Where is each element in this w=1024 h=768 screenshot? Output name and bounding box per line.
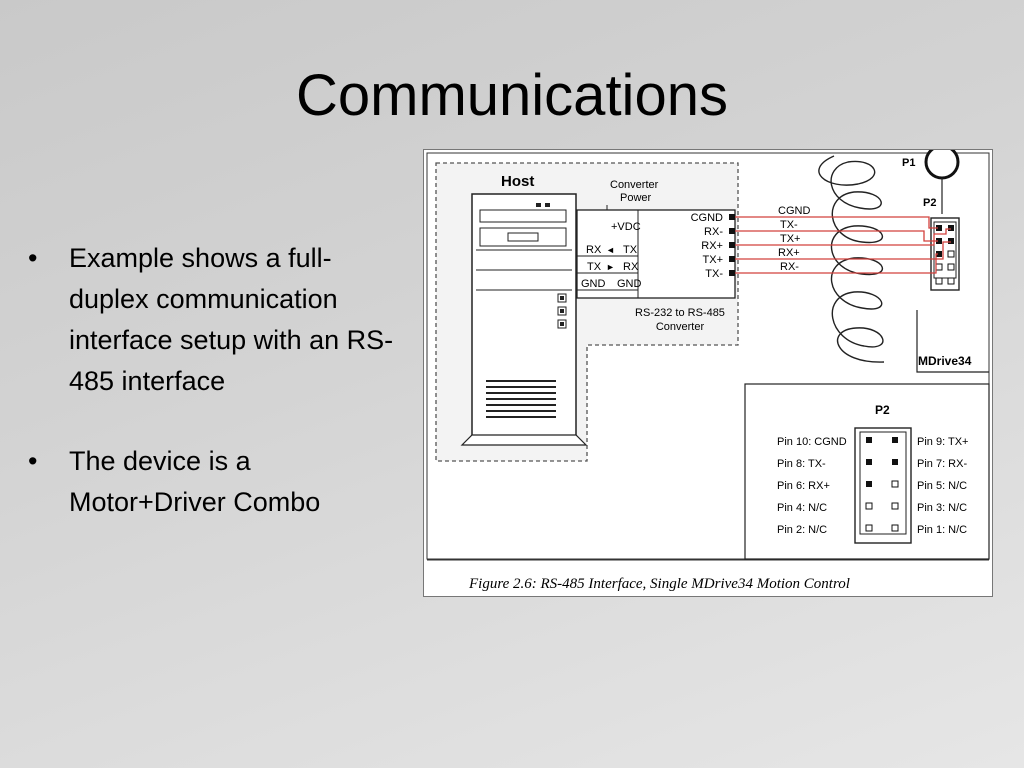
host-pin-right: RX [623,261,639,273]
converter-pin-label: RX+ [701,240,723,252]
p2-left-pin-label: Pin 6: RX+ [777,480,830,492]
figure-caption: Figure 2.6: RS-485 Interface, Single MDr… [468,576,850,592]
p2-pinout-connector-icon [854,427,912,544]
computer-tower-icon [460,193,588,446]
p2-label: P2 [923,197,936,209]
vdc-label: +VDC [611,221,641,233]
host-pin-left: GND [581,278,606,290]
host-label: Host [501,173,534,190]
converter-power-label: Converter [610,179,659,191]
host-pin-arrow: ◄ [606,245,615,255]
wire-label: RX+ [778,247,800,259]
bullet-marker: • [28,446,38,476]
p2-detail-title: P2 [875,403,890,417]
wire-label: TX+ [780,233,800,245]
bullet-list: • Example shows a full-duplex communicati… [26,238,396,562]
diagram-frame [426,152,990,560]
p2-right-pin-label: Pin 7: RX- [917,458,967,470]
converter-label: Converter [656,321,705,333]
bullet-item: • Example shows a full-duplex communicati… [26,238,396,402]
bullet-item: • The device is a Motor+Driver Combo [26,441,396,523]
bullet-marker: • [28,243,38,273]
mdrive-label: MDrive34 [918,354,972,368]
p2-left-pin-label: Pin 4: N/C [777,502,827,514]
converter-pin-label: TX+ [703,254,723,266]
p2-right-pin-label: Pin 3: N/C [917,502,967,514]
p2-right-pin-label: Pin 5: N/C [917,480,967,492]
p2-left-pin-label: Pin 2: N/C [777,524,827,536]
bullet-text: Example shows a full-duplex communicatio… [69,243,394,396]
p1-label: P1 [902,157,915,169]
p2-connector-icon [930,217,960,291]
host-pin-right: GND [617,278,642,290]
host-pin-arrow: ► [606,262,615,272]
rs485-diagram-figure: Host Converter Power +VDC RX ◄ TX TX ► R… [423,149,993,597]
host-pin-right: TX [623,244,638,256]
p2-left-pin-label: Pin 8: TX- [777,458,826,470]
rs485-wiring-diagram: Host Converter Power +VDC RX ◄ TX TX ► R… [426,150,990,592]
converter-label: RS-232 to RS-485 [635,307,725,319]
wire-label: RX- [780,261,799,273]
bullet-text: The device is a Motor+Driver Combo [69,446,321,517]
converter-pin-label: TX- [705,268,723,280]
p2-right-pin-label: Pin 9: TX+ [917,436,968,448]
rs232-rs485-converter-box [576,209,736,299]
converter-pin-label: RX- [704,226,723,238]
host-pin-left: RX [586,244,602,256]
wire-label: TX- [780,219,798,231]
slide-title: Communications [296,63,728,128]
p2-right-pin-label: Pin 1: N/C [917,524,967,536]
p2-left-pin-label: Pin 10: CGND [777,436,847,448]
converter-pin-label: CGND [691,212,723,224]
wire-label: CGND [778,205,810,217]
p1-connector-icon [924,150,960,180]
host-pin-left: TX [587,261,602,273]
rs485-wires [735,216,951,274]
converter-power-label: Power [620,192,652,204]
